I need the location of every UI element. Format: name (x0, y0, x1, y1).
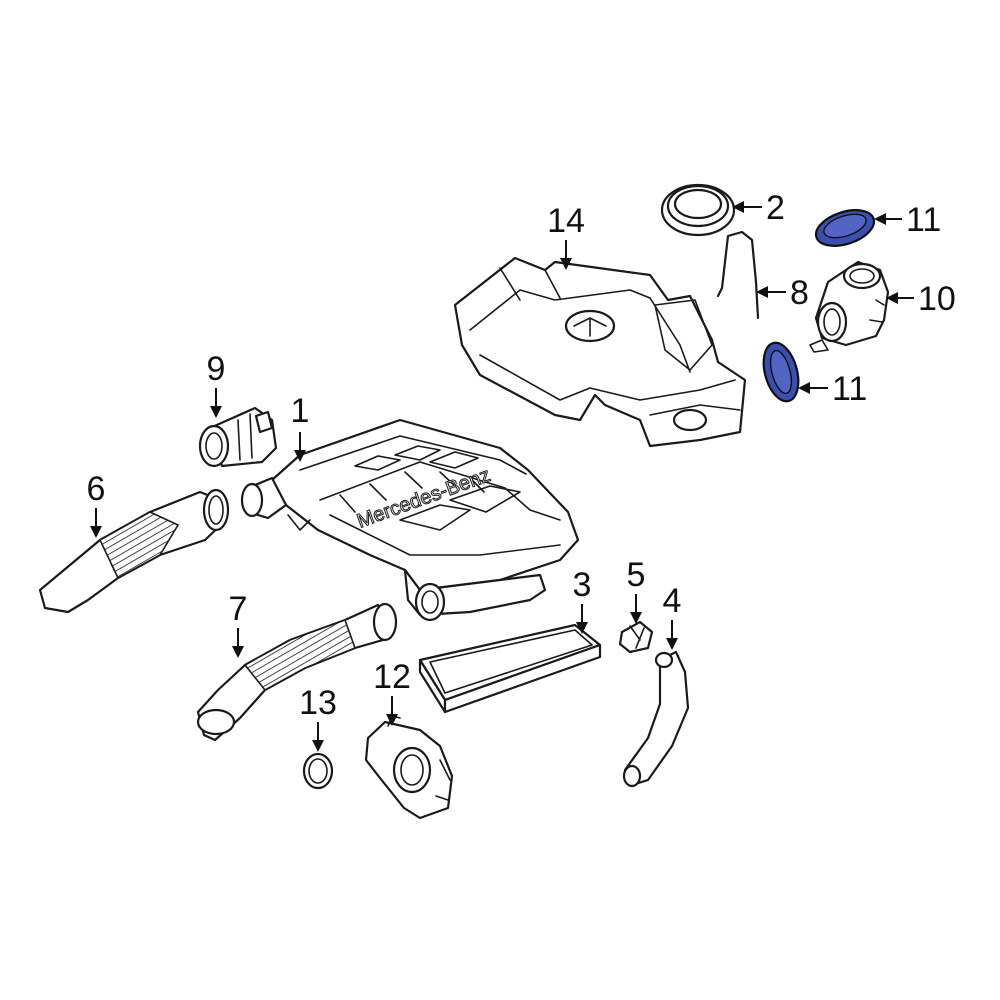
callout-label-4: 4 (663, 582, 682, 620)
intake-hose-upper-part[interactable] (38, 488, 230, 614)
callout-label-2: 2 (766, 189, 785, 227)
seal-upper-highlighted-part[interactable] (812, 204, 879, 253)
o-ring-part[interactable] (302, 752, 334, 790)
sensor-part[interactable] (618, 620, 654, 654)
callout-arrows (90, 201, 914, 752)
callout-label-6: 6 (87, 470, 106, 508)
callout-label-13: 13 (299, 684, 337, 722)
intake-housing-part[interactable] (809, 260, 890, 353)
callout-label-1: 1 (291, 392, 310, 430)
air-filter-housing-part[interactable]: Mercedes-Benz (240, 418, 580, 622)
bracket-part[interactable] (716, 230, 760, 320)
engine-cover-part[interactable] (453, 256, 747, 448)
seal-lower-highlighted-part[interactable] (758, 339, 804, 405)
intake-hose-lower-part[interactable] (196, 602, 398, 742)
callout-label-11-upper: 11 (906, 201, 941, 239)
callout-label-7: 7 (229, 590, 248, 628)
callout-label-11-lower: 11 (832, 370, 867, 408)
callout-label-9: 9 (207, 350, 226, 388)
callout-label-14: 14 (547, 202, 585, 240)
callout-label-3: 3 (573, 566, 592, 604)
callout-label-12: 12 (373, 658, 411, 696)
callout-label-10: 10 (918, 280, 956, 318)
air-filter-element-part[interactable] (418, 623, 602, 714)
mass-air-flow-sensor-part[interactable] (198, 406, 278, 468)
seal-ring-part[interactable] (660, 183, 736, 237)
callout-label-5: 5 (627, 556, 646, 594)
callout-label-8: 8 (790, 274, 809, 312)
vent-hose-part[interactable] (622, 650, 690, 788)
throttle-body-part[interactable] (364, 715, 454, 820)
